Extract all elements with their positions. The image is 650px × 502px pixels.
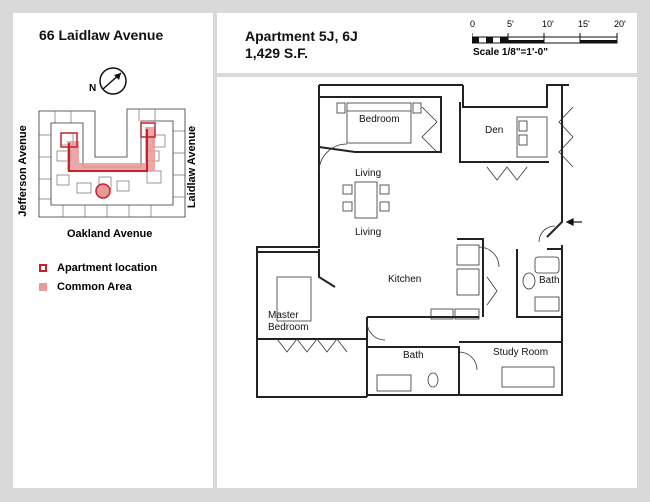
floor-plan-drawing bbox=[256, 84, 582, 398]
room-living-label-1: Living bbox=[355, 168, 382, 179]
legend-common-area: Common Area bbox=[39, 281, 132, 293]
apartment-area: 1,429 S.F. bbox=[245, 45, 309, 61]
legend-label: Common Area bbox=[57, 281, 132, 293]
scale-tick: 5' bbox=[507, 19, 514, 29]
scale-tick: 15' bbox=[578, 19, 590, 29]
floor-plan-panel: Bedroom Den Living Living Kitchen Bath M… bbox=[217, 77, 637, 488]
room-master-label: Master bbox=[268, 310, 299, 321]
scale-tick: 20' bbox=[614, 19, 626, 29]
compass-north-label: N bbox=[89, 83, 97, 94]
building-title: 66 Laidlaw Avenue bbox=[39, 27, 164, 43]
scale-bar bbox=[472, 33, 618, 44]
street-right-label: Laidlaw Avenue bbox=[186, 125, 199, 209]
scale-tick: 0 bbox=[470, 19, 476, 29]
scale-label: Scale 1/8"=1'-0" bbox=[473, 47, 548, 58]
legend-label: Apartment location bbox=[57, 262, 158, 274]
room-bath-1-label: Bath bbox=[539, 275, 560, 286]
room-bedroom-label: Bedroom bbox=[359, 114, 400, 125]
room-kitchen-label: Kitchen bbox=[388, 274, 422, 285]
apartment-location-swatch bbox=[39, 264, 47, 272]
building-site-plan bbox=[38, 108, 186, 218]
room-living-label-2: Living bbox=[355, 227, 382, 238]
room-bath-2-label: Bath bbox=[403, 350, 424, 361]
legend-apartment-location: Apartment location bbox=[39, 262, 157, 274]
room-master-bedroom-label: Bedroom bbox=[268, 322, 309, 333]
street-left-label: Jefferson Avenue bbox=[16, 125, 29, 217]
common-area-swatch bbox=[39, 283, 47, 291]
room-den-label: Den bbox=[485, 125, 504, 136]
street-bottom-label: Oakland Avenue bbox=[67, 228, 153, 240]
room-study-label: Study Room bbox=[493, 347, 549, 358]
apartment-title: Apartment 5J, 6J bbox=[245, 28, 358, 44]
compass-icon bbox=[99, 67, 127, 95]
key-plan-panel: 66 Laidlaw Avenue N bbox=[13, 13, 213, 488]
scale-tick: 10' bbox=[542, 19, 554, 29]
header-panel: Apartment 5J, 6J 1,429 S.F. 0 5' 10' 15'… bbox=[217, 13, 637, 73]
